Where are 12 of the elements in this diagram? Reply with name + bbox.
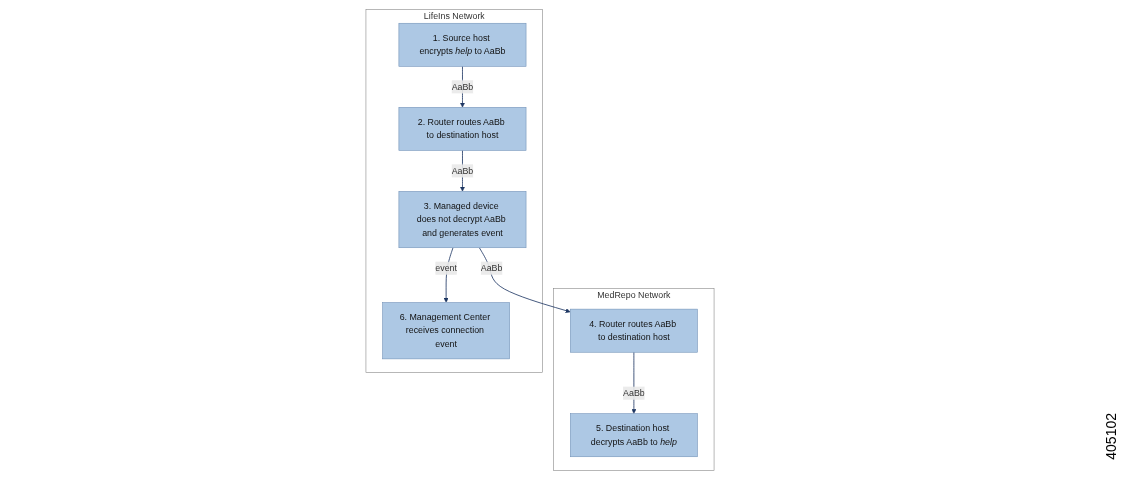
figure-number: 405102 [1103,413,1119,460]
node-box: 4. Router routes AaBb to destination host [570,308,698,353]
edge-label: AaBb [451,165,474,176]
edge-label: event [435,263,457,273]
edge-label: AaBb [451,81,474,92]
node-box: 5. Destination host decrypts AaBb to help [570,413,698,458]
edge-label: AaBb [480,263,503,273]
edge-label: AaBb [623,388,645,398]
node-box: 6. Management Center receives connection event [382,302,510,360]
node-box: 1. Source host encrypts help to AaBb [398,22,527,67]
node-box: 3. Managed device does not decrypt AaBb and generates event [398,191,527,248]
node-box: 2. Router routes AaBb to destination host [398,107,527,151]
